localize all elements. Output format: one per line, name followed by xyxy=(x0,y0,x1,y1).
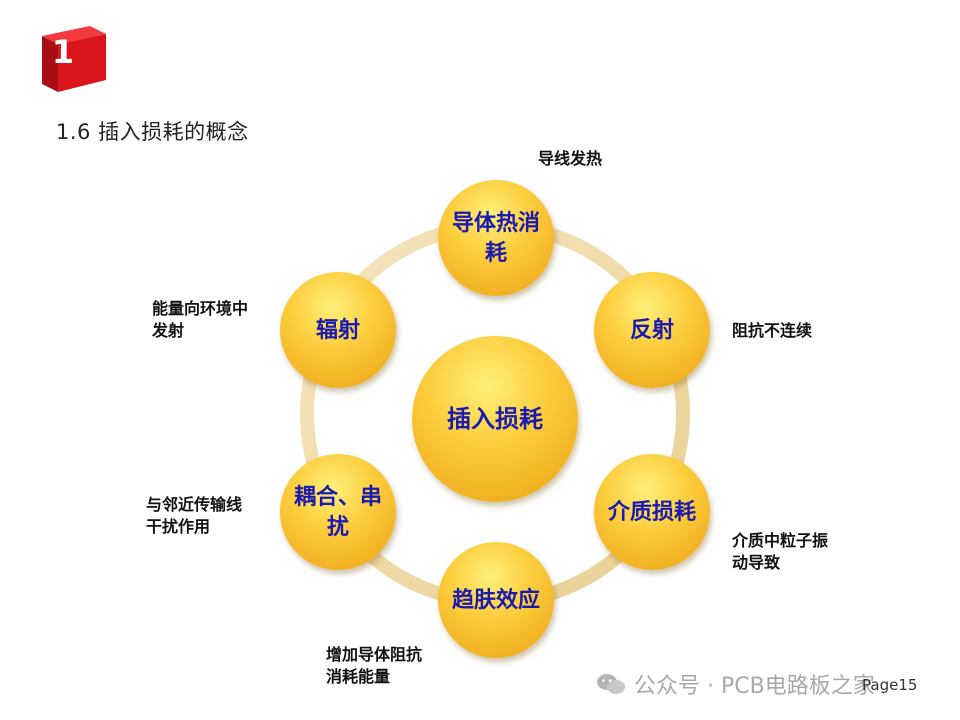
node-label: 导体热消耗 xyxy=(451,210,540,266)
note-coupling-crosstalk: 与邻近传输线干扰作用 xyxy=(146,495,243,536)
page-number: Page15 xyxy=(862,676,918,694)
node-label: 趋肤效应 xyxy=(451,587,540,613)
node-conductor-loss: 导体热消耗 xyxy=(438,180,554,296)
center-node: 插入损耗 xyxy=(412,336,578,502)
note-conductor-loss: 导线发热 xyxy=(538,149,603,168)
center-node-label: 插入损耗 xyxy=(447,404,543,433)
node-label: 介质损耗 xyxy=(607,499,696,525)
node-dielectric-loss: 介质损耗 xyxy=(594,454,710,570)
watermark: 公众号 · PCB电路板之家 xyxy=(596,668,875,700)
note-reflection: 阻抗不连续 xyxy=(732,321,813,340)
node-coupling-crosstalk: 耦合、串扰 xyxy=(280,454,396,570)
page-title: 1.6 插入损耗的概念 xyxy=(56,120,249,144)
note-radiation: 能量向环境中发射 xyxy=(152,299,249,340)
section-number: 1 xyxy=(51,33,75,71)
node-label: 辐射 xyxy=(315,317,360,343)
wechat-icon xyxy=(597,674,625,694)
note-skin-effect: 增加导体阻抗消耗能量 xyxy=(326,645,423,686)
watermark-text: 公众号 · PCB电路板之家 xyxy=(634,674,875,699)
section-cube-icon xyxy=(42,26,106,92)
node-label: 耦合、串扰 xyxy=(293,484,382,540)
node-skin-effect: 趋肤效应 xyxy=(438,542,554,658)
node-radiation: 辐射 xyxy=(280,272,396,388)
node-reflection: 反射 xyxy=(594,272,710,388)
note-dielectric-loss: 介质中粒子振动导致 xyxy=(732,531,829,572)
node-label: 反射 xyxy=(629,317,674,343)
